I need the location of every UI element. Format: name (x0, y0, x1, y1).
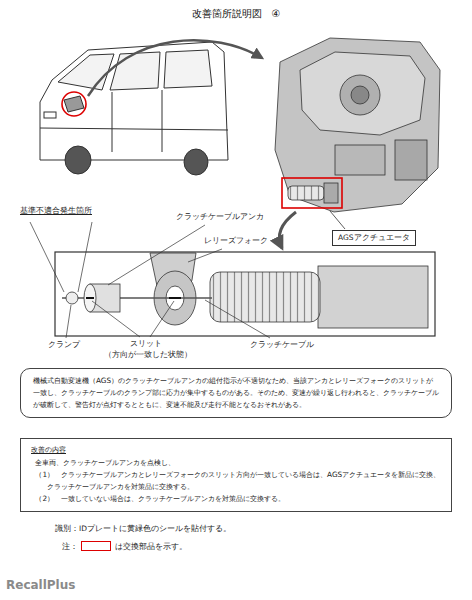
location-circle (62, 92, 86, 116)
actuator-bellows (210, 272, 320, 322)
rear-window (164, 50, 212, 88)
bearing-boss (340, 75, 380, 115)
leader-lines (30, 222, 270, 338)
watermark: RecallPlus (6, 578, 75, 593)
replacement-part-frame (282, 178, 342, 208)
part-note: （方向が一致した状態） (104, 350, 192, 359)
zoom-arrow (88, 40, 262, 96)
leader-line (205, 300, 270, 338)
actuator-housing (318, 266, 428, 328)
part-name: クランプ (48, 340, 80, 349)
vehicle-illustration (40, 42, 228, 175)
box-text: AGSアクチュエータ (338, 233, 410, 243)
identification-note: 識別：IDプレートに黄緑色のシールを貼付する。 (55, 524, 231, 533)
part-name: スリット (130, 339, 162, 348)
body-line (40, 128, 228, 130)
case-face (300, 52, 425, 135)
slit-mark (86, 297, 94, 299)
bracket-line (30, 222, 64, 292)
defect-location-label: 基準不適合発生箇所 (20, 206, 92, 215)
box-heading: 改善の内容 (31, 444, 441, 456)
clamp (66, 292, 78, 304)
vehicle-body (40, 42, 228, 160)
door-line (112, 92, 113, 152)
rear-wheel (184, 149, 208, 175)
actuator-mini-housing (324, 183, 338, 203)
remedy-box: 改善の内容全車両、クラッチケーブルアンカを点検し、（1） クラッチケーブルアンカ… (20, 438, 452, 512)
shaft-hole (351, 86, 369, 104)
door-line (162, 90, 163, 152)
box-text: 全車両、クラッチケーブルアンカを点検し、 (31, 457, 441, 469)
leader-line (150, 301, 174, 337)
diagram-title: 改善箇所説明図 ④ (0, 8, 472, 21)
slit-mark (169, 297, 181, 299)
case-rib (335, 145, 385, 175)
box-text: （2） 一致していない場合は、クラッチケーブルアンカを対策品に交換する。 (31, 493, 441, 505)
part-name: クラッチケーブル (250, 340, 314, 349)
leader-line (330, 211, 345, 229)
leader-line (92, 301, 140, 337)
windshield (58, 54, 114, 90)
front-wheel (65, 146, 91, 174)
note-text: は交換部品を示す。 (115, 542, 187, 551)
leader-line (66, 305, 71, 338)
part-name: レリーズフォーク (204, 236, 268, 245)
part-label-box: AGSアクチュエータ (332, 230, 416, 246)
detail-illustration (62, 253, 428, 328)
part-name: クラッチケーブルアンカ (176, 212, 264, 221)
case-rib (395, 140, 427, 180)
zoom-arrow (279, 212, 296, 248)
box-text: 機械式自動変速機（AGS）のクラッチケーブルアンカの組付指示が不適切なため、当該… (33, 375, 439, 411)
headlight (44, 112, 56, 118)
leader-line (108, 225, 205, 285)
side-window (110, 52, 160, 90)
actuator-mini (288, 186, 324, 200)
transmission-mini (64, 96, 84, 112)
defect-description-box: 機械式自動変速機（AGS）のクラッチケーブルアンカの組付指示が不適切なため、当該… (20, 368, 452, 418)
note-prefix: 注： (62, 542, 78, 551)
transmission-case (275, 38, 440, 212)
cable-anchor-face (84, 284, 96, 312)
box-text: （1） クラッチケーブルアンカとレリーズフォークのスリット方向が一致している場合… (31, 469, 441, 493)
transmission-illustration (275, 38, 440, 212)
bracket-line (78, 222, 92, 292)
leader-line (188, 249, 222, 262)
replacement-part-swatch (81, 541, 111, 551)
